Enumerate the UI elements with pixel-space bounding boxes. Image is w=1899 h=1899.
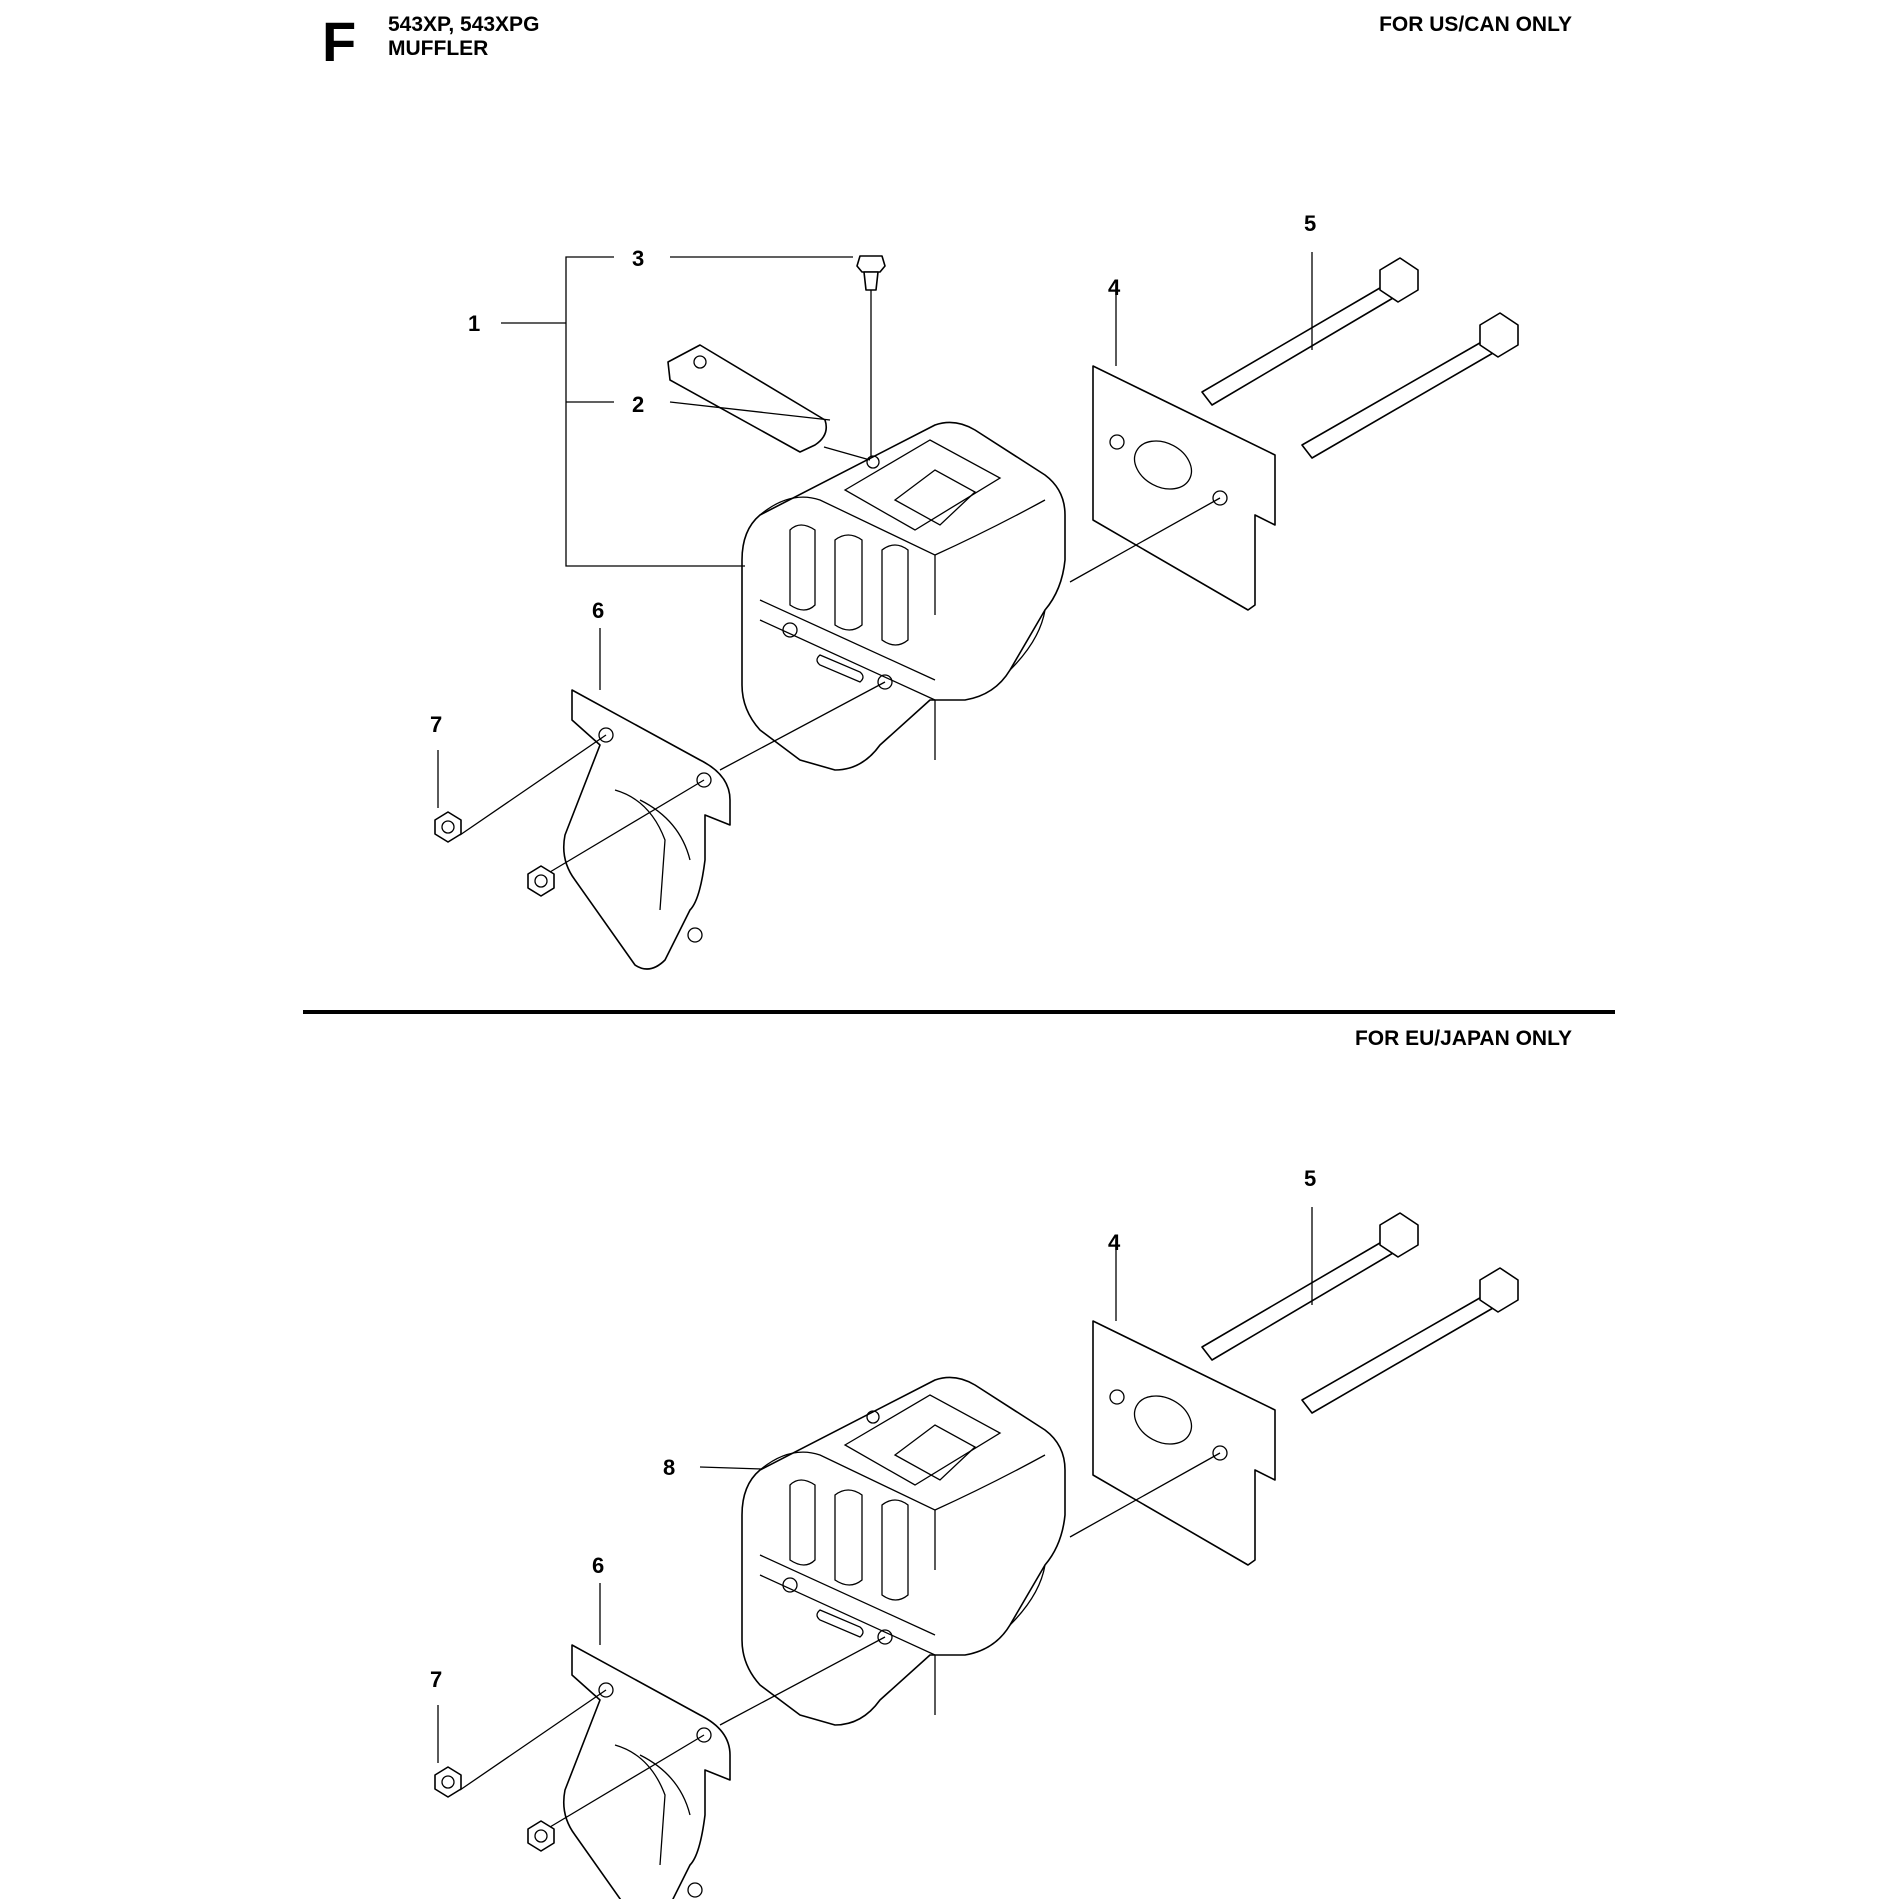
muffler-body <box>741 1376 1066 1726</box>
support-bracket <box>562 1644 731 1899</box>
callout-7: 7 <box>430 1667 442 1692</box>
section-letter: F <box>322 10 357 73</box>
long-bolts <box>1201 1212 1519 1414</box>
callout-8: 8 <box>663 1455 675 1480</box>
deflector-plate <box>667 344 828 453</box>
callout-6: 6 <box>592 598 604 623</box>
callout-4: 4 <box>1108 275 1121 300</box>
nut <box>434 1766 462 1798</box>
callout-2: 2 <box>632 392 644 417</box>
gasket-plate <box>1092 1320 1276 1566</box>
callout-4: 4 <box>1108 1230 1121 1255</box>
region-label-us-can: FOR US/CAN ONLY <box>1379 13 1572 36</box>
callout-1: 1 <box>468 311 480 336</box>
long-bolts <box>1201 257 1519 459</box>
page-title: MUFFLER <box>388 37 489 60</box>
lower-assembly <box>434 1207 1519 1899</box>
panel-divider <box>303 1010 1615 1014</box>
nut <box>527 865 555 897</box>
callout-5: 5 <box>1304 1166 1316 1191</box>
muffler-body <box>741 421 1066 771</box>
screw <box>856 255 886 291</box>
lower-callouts: 8 4 5 6 7 <box>430 1166 1316 1692</box>
callout-6: 6 <box>592 1553 604 1578</box>
gasket-plate <box>1092 365 1276 611</box>
model-numbers: 543XP, 543XPG <box>388 13 540 36</box>
region-label-eu-japan: FOR EU/JAPAN ONLY <box>1354 1027 1572 1050</box>
upper-callouts: 1 2 3 4 5 6 7 <box>430 211 1316 737</box>
upper-assembly <box>434 252 1519 970</box>
callout-7: 7 <box>430 712 442 737</box>
callout-5: 5 <box>1304 211 1316 236</box>
callout-3: 3 <box>632 246 644 271</box>
nut <box>434 811 462 843</box>
nut <box>527 1820 555 1852</box>
support-bracket <box>562 689 731 970</box>
